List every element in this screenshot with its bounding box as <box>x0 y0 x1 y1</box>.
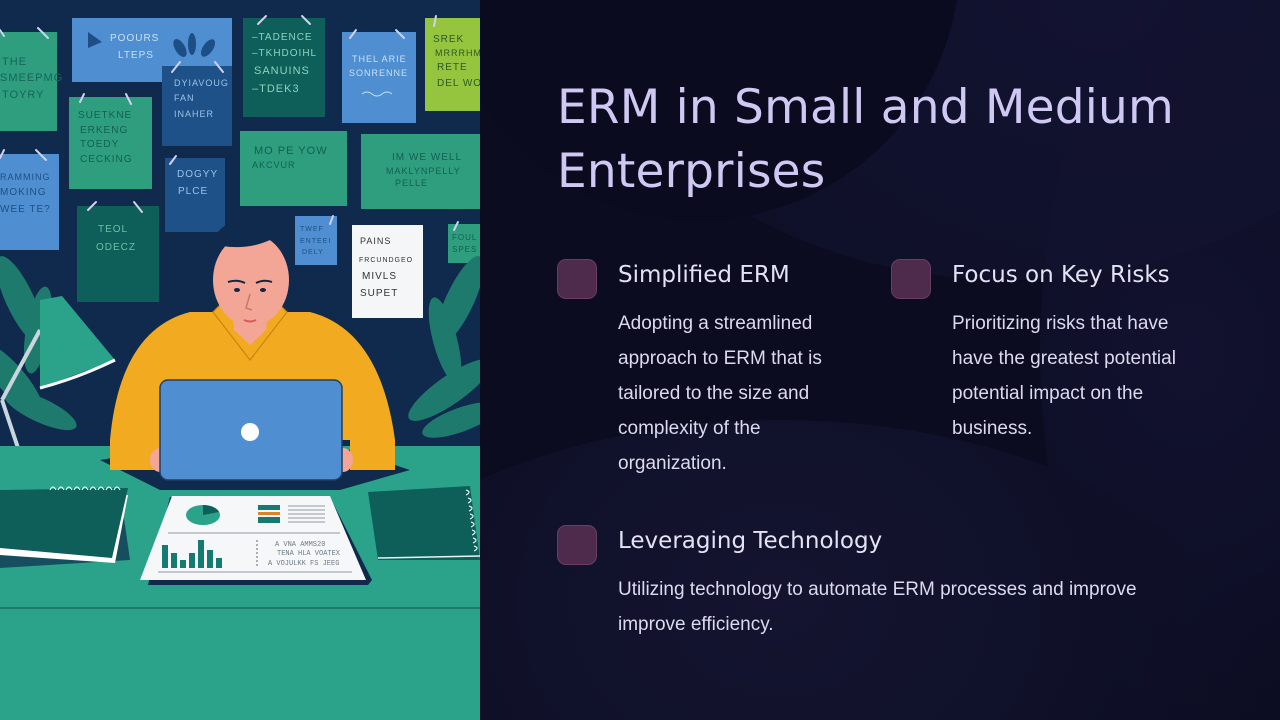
rounded-square-icon <box>891 259 931 299</box>
svg-text:SMEEPMG: SMEEPMG <box>0 72 63 84</box>
svg-text:IM WE WELL: IM WE WELL <box>392 152 462 163</box>
feature-title: Simplified ERM <box>618 262 790 288</box>
rounded-square-icon <box>557 525 597 565</box>
svg-text:DELY: DELY <box>302 249 324 256</box>
svg-text:MO PE YOW: MO PE YOW <box>254 145 328 157</box>
svg-text:–TADENCE: –TADENCE <box>252 32 313 43</box>
svg-text:MIVLS: MIVLS <box>362 271 397 282</box>
content-panel: ERM in Small and Medium Enterprises Simp… <box>480 0 1280 720</box>
svg-text:A VOJULKK FS JEEG: A VOJULKK FS JEEG <box>268 560 339 568</box>
svg-text:TOEDY: TOEDY <box>80 139 119 150</box>
svg-text:AKCVUR: AKCVUR <box>252 160 296 170</box>
sticky-notes: THE SMEEPMG TOYRY POOURS LTEPS DYIAVOUG FA… <box>0 18 480 318</box>
svg-text:SREK: SREK <box>433 34 464 45</box>
feature-description: Utilizing technology to automate ERM pro… <box>618 579 1137 635</box>
svg-text:MRRRHMN: MRRRHMN <box>435 48 480 58</box>
svg-text:TWEF: TWEF <box>300 226 324 233</box>
svg-text:A VNA AMMS20: A VNA AMMS20 <box>275 541 325 549</box>
svg-text:RETE: RETE <box>437 62 468 73</box>
svg-text:DYIAVOUG: DYIAVOUG <box>174 78 229 88</box>
feature-description: Adopting a streamlined approach to ERM t… <box>618 313 822 474</box>
svg-text:PELLE: PELLE <box>395 178 428 188</box>
feature-title: Focus on Key Risks <box>952 262 1170 288</box>
svg-text:TENA HLA VOATEX: TENA HLA VOATEX <box>277 550 341 558</box>
svg-text:–TKHDOIHL: –TKHDOIHL <box>252 48 317 59</box>
svg-text:CECKING: CECKING <box>80 154 133 165</box>
svg-text:SUETKNE: SUETKNE <box>78 110 132 121</box>
svg-text:SUPET: SUPET <box>360 288 398 299</box>
svg-text:DEL WO: DEL WO <box>437 78 480 89</box>
svg-text:PLCE: PLCE <box>178 186 208 197</box>
rounded-square-icon <box>557 259 597 299</box>
svg-text:THE: THE <box>2 56 27 68</box>
feature-description: Prioritizing risks that have have the gr… <box>952 313 1176 439</box>
svg-text:SANUINS: SANUINS <box>254 65 310 77</box>
svg-text:LTEPS: LTEPS <box>118 50 154 61</box>
svg-text:ERKENG: ERKENG <box>80 125 128 136</box>
svg-text:TOYRY: TOYRY <box>2 89 45 101</box>
svg-text:POOURS: POOURS <box>110 33 159 44</box>
svg-text:WEE TE?: WEE TE? <box>0 204 51 215</box>
svg-text:INAHER: INAHER <box>174 109 214 119</box>
svg-text:MAKLYNPELLY: MAKLYNPELLY <box>386 166 461 176</box>
svg-text:THEL ARIE: THEL ARIE <box>352 54 407 64</box>
svg-text:FAN: FAN <box>174 93 195 103</box>
svg-text:–TDEK3: –TDEK3 <box>252 83 300 95</box>
illustration-office-worker: THE SMEEPMG TOYRY POOURS LTEPS DYIAVOUG FA… <box>0 0 480 720</box>
svg-text:SONRENNE: SONRENNE <box>349 68 408 78</box>
slide-title: ERM in Small and Medium Enterprises <box>557 80 1174 199</box>
svg-text:PAINS: PAINS <box>360 236 391 246</box>
svg-text:RAMMING: RAMMING <box>0 172 51 182</box>
svg-text:ENTEEI: ENTEEI <box>300 238 331 245</box>
svg-text:FOUL: FOUL <box>452 233 477 242</box>
svg-text:MOKING: MOKING <box>0 187 47 198</box>
svg-text:DOGYY: DOGYY <box>177 169 218 180</box>
svg-text:SPES: SPES <box>452 245 477 254</box>
svg-text:TEOL: TEOL <box>98 224 128 235</box>
svg-text:FRCUNDGEO: FRCUNDGEO <box>359 257 413 264</box>
svg-text:ODECZ: ODECZ <box>96 242 136 253</box>
background-shape <box>480 420 1280 720</box>
feature-title: Leveraging Technology <box>618 528 883 554</box>
